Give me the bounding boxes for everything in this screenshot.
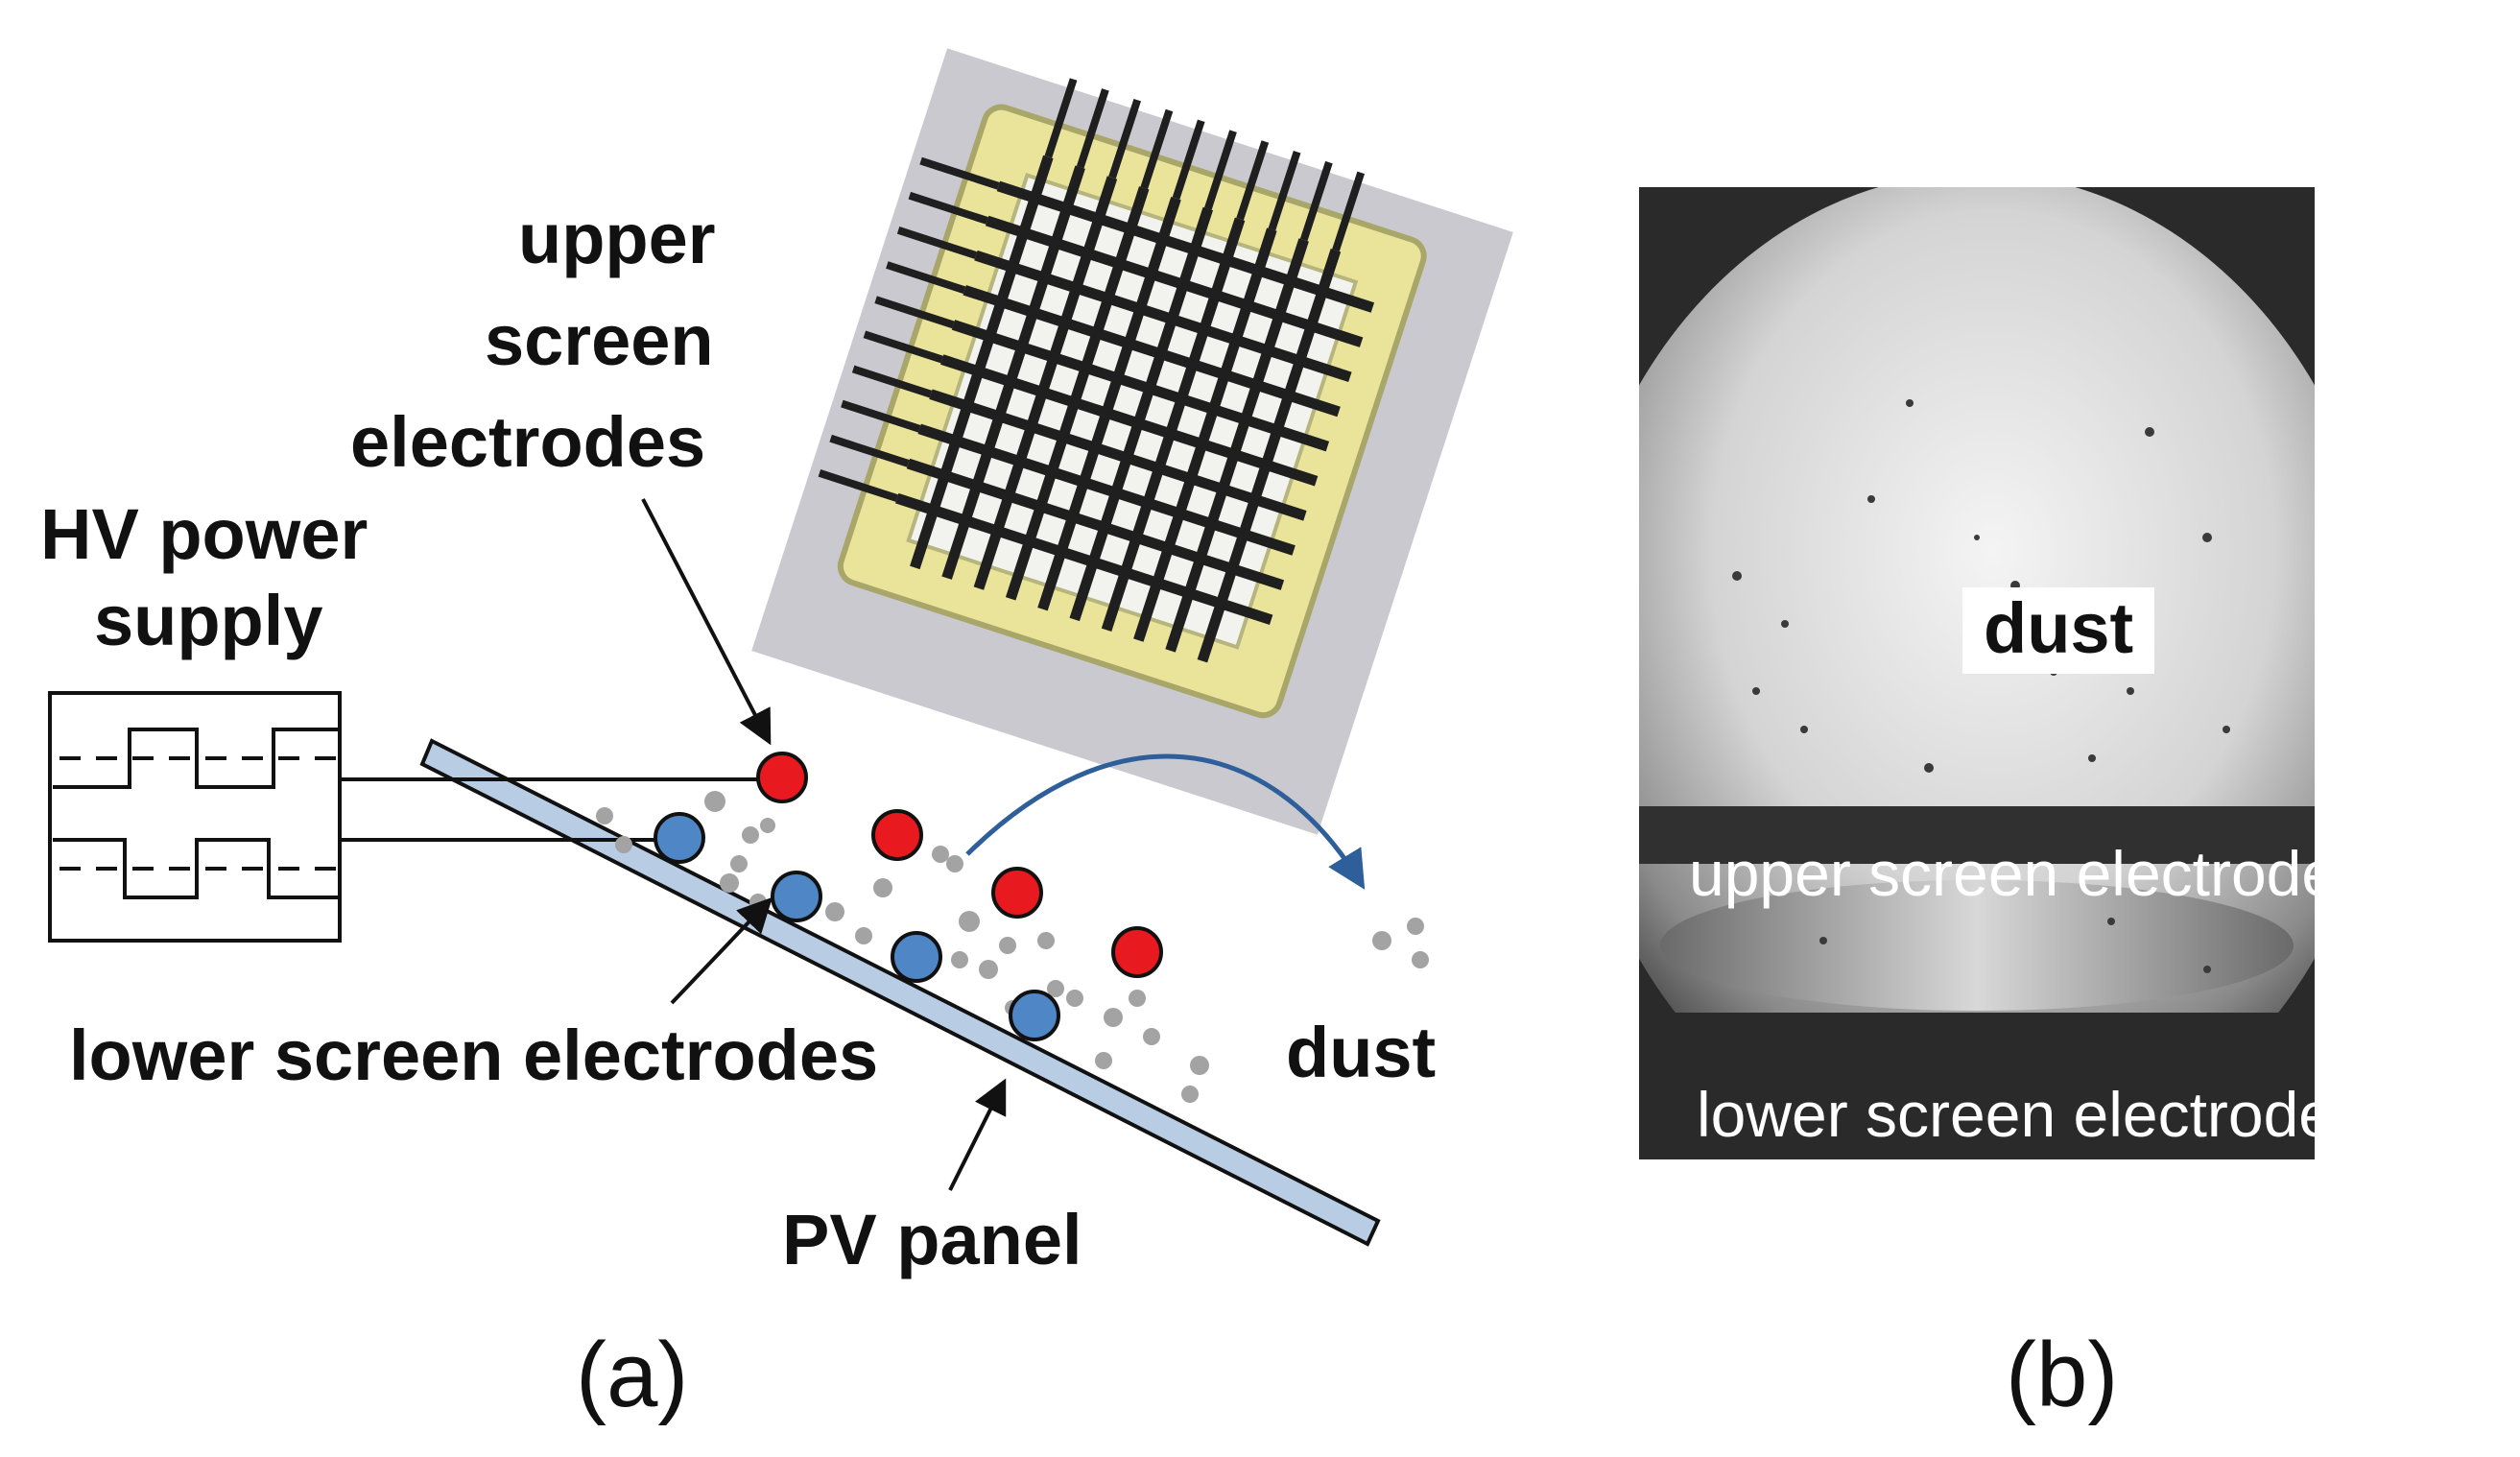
lower-gap-region bbox=[1660, 880, 2294, 1011]
lower-electrode-band bbox=[1639, 1013, 2315, 1159]
lower-electrode bbox=[1009, 990, 1060, 1041]
lower-electrodes-photo-label: lower screen electrodes bbox=[1697, 1079, 2365, 1150]
electrode-mesh-photo bbox=[751, 48, 1513, 835]
dust-specks bbox=[1732, 399, 2230, 973]
upper-electrode bbox=[871, 809, 923, 861]
dust-label-a: dust bbox=[1286, 1013, 1437, 1092]
square-wave-icon bbox=[53, 728, 338, 899]
upper-electrodes-photo-label: upper screen electrodes bbox=[1689, 838, 2369, 909]
upper-electrodes-label-line2: screen bbox=[485, 300, 714, 380]
panel-a-caption: (a) bbox=[576, 1324, 689, 1426]
hv-supply-label-line1: HV power bbox=[40, 494, 368, 574]
panel-a-diagram bbox=[48, 48, 1513, 1247]
upper-electrode-band bbox=[1639, 806, 2315, 864]
upper-screen-electrodes bbox=[756, 752, 1163, 978]
mesh-grid bbox=[895, 155, 1375, 663]
upper-electrode bbox=[1111, 926, 1163, 978]
hv-power-supply-box bbox=[48, 691, 342, 943]
upper-electrodes-label-line3: electrodes bbox=[350, 402, 706, 482]
lower-electrode bbox=[891, 931, 942, 983]
mesh-lead-wires bbox=[818, 78, 1366, 502]
pointer-arrow-icon bbox=[641, 498, 1007, 1191]
lower-electrode bbox=[771, 871, 822, 922]
upper-electrodes-label-line1: upper bbox=[518, 199, 716, 278]
lower-electrode bbox=[654, 812, 705, 864]
lower-screen-electrodes bbox=[654, 812, 1060, 1041]
waveform-reference-dashes bbox=[59, 756, 336, 871]
dust-trajectory-arrow bbox=[965, 753, 1366, 890]
panel-b-caption: (b) bbox=[2006, 1324, 2119, 1426]
supply-wires bbox=[340, 777, 781, 842]
hv-supply-label-line2: supply bbox=[94, 581, 323, 660]
upper-electrode bbox=[991, 867, 1043, 919]
upper-electrode bbox=[756, 752, 808, 803]
lower-electrodes-label: lower screen electrodes bbox=[69, 1015, 879, 1095]
pv-panel bbox=[419, 738, 1381, 1247]
dust-label-b: dust bbox=[1962, 587, 2155, 674]
pv-panel-label: PV panel bbox=[782, 1200, 1082, 1279]
dust-particles bbox=[596, 791, 1429, 1103]
